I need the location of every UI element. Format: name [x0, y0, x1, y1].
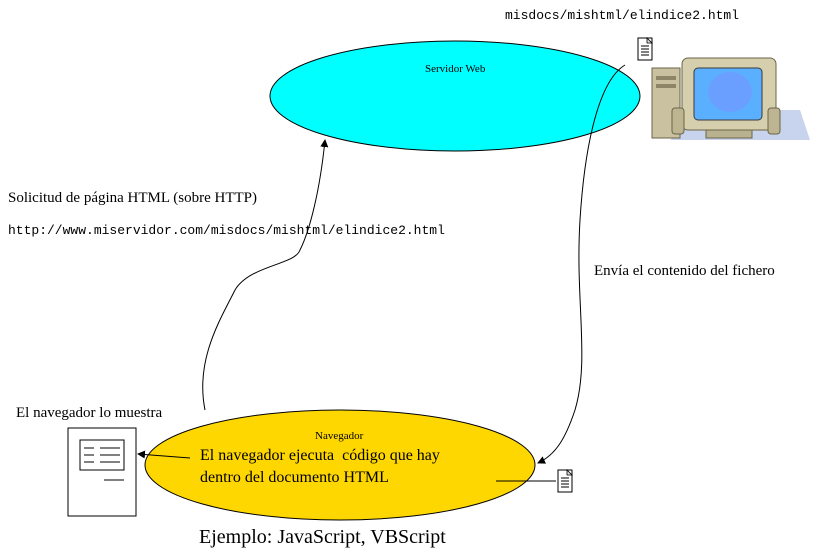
response-arrow	[537, 64, 626, 464]
browser-execute-line-1: El navegador ejecuta código que hay	[200, 447, 440, 464]
computer-icon	[651, 57, 810, 140]
browser-ellipse	[144, 409, 536, 521]
server-file-path: misdocs/mishtml/elindice2.html	[505, 8, 740, 23]
request-label: Solicitud de página HTML (sobre HTTP)	[8, 190, 257, 206]
browser-document-icon	[557, 469, 573, 493]
request-arrow	[202, 139, 329, 411]
server-document-icon	[637, 37, 653, 61]
response-label: Envía el contenido del fichero	[594, 263, 775, 279]
browser-shows-label: El navegador lo muestra	[16, 405, 163, 421]
request-url[interactable]: http://www.miservidor.com/misdocs/mishtm…	[8, 223, 445, 238]
execute-arrow	[137, 450, 191, 459]
browser-execute-text: El navegador ejecuta código que hay dent…	[200, 445, 440, 489]
example-caption: Ejemplo: JavaScript, VBScript	[199, 526, 446, 548]
server-label: Servidor Web	[425, 63, 486, 75]
browser-execute-line-2: dentro del documento HTML	[200, 469, 389, 486]
server-ellipse	[269, 40, 641, 152]
browser-label: Navegador	[315, 430, 364, 442]
rendered-page-icon	[67, 427, 137, 517]
